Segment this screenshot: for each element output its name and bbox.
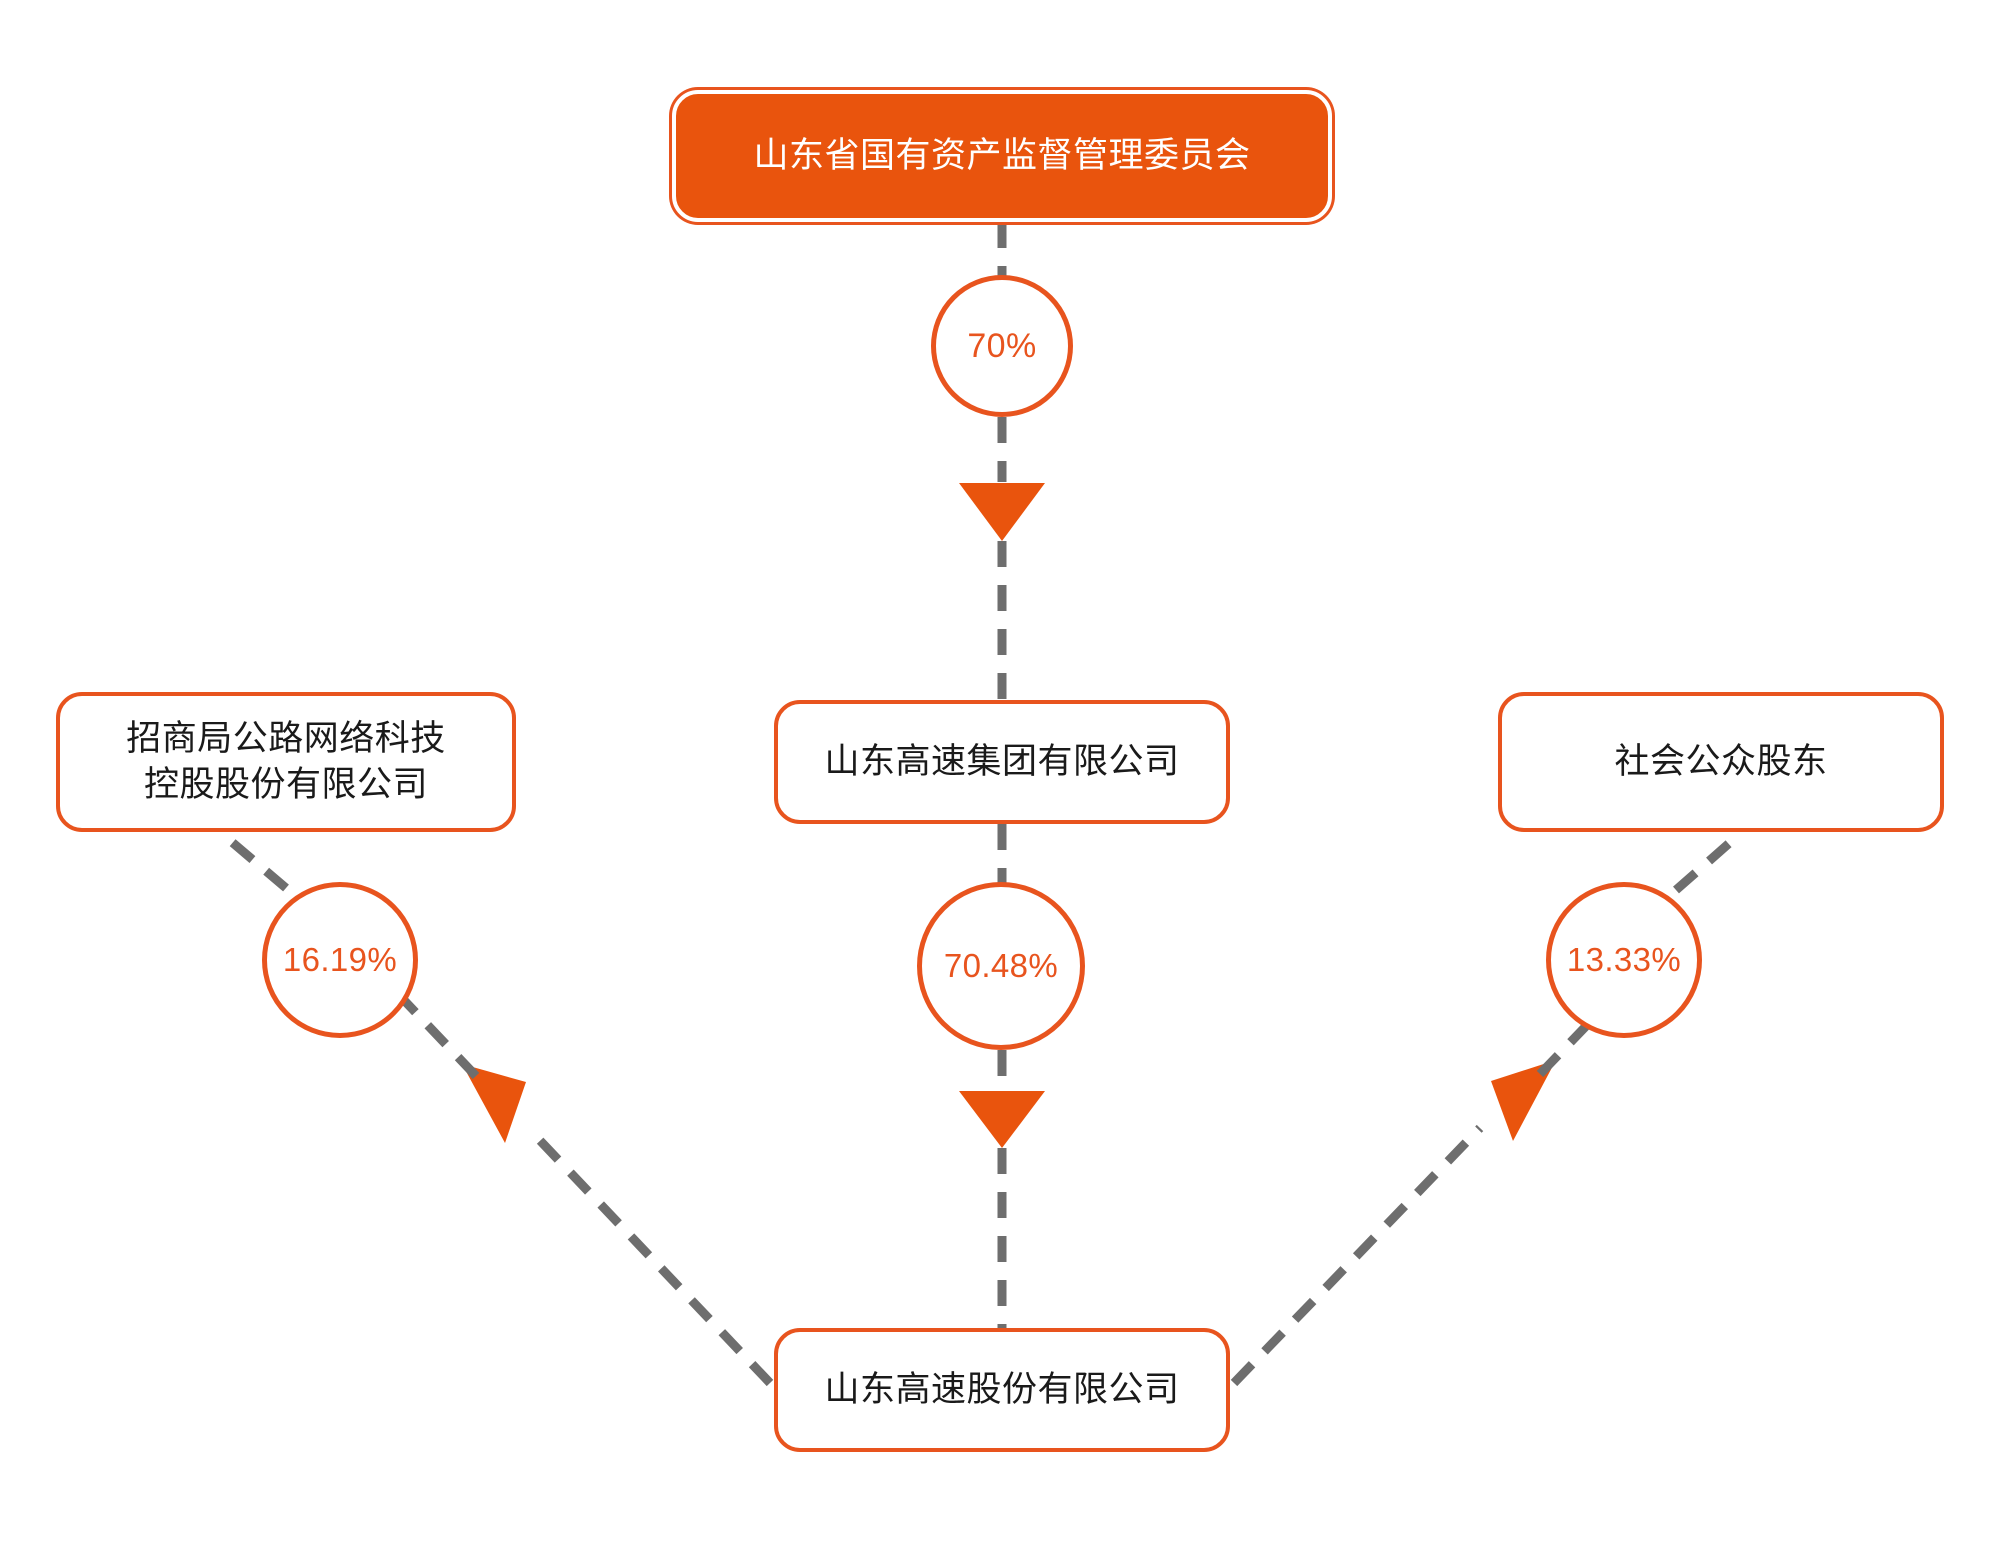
percent-value: 16.19%: [282, 941, 398, 978]
edge-pct1619-to-cmhk: [217, 828, 289, 892]
percent-value: 13.33%: [1566, 941, 1682, 978]
percent-badge-group-to-listco[interactable]: 70.48%: [917, 882, 1085, 1050]
node-public-shareholders[interactable]: 社会公众股东: [1498, 692, 1944, 832]
node-label: 社会公众股东: [1614, 741, 1828, 781]
node-shandong-hi-speed-group[interactable]: 山东高速集团有限公司: [774, 700, 1230, 824]
percent-badge-sasac-to-group[interactable]: 70%: [931, 275, 1073, 417]
node-shandong-hi-speed-co-ltd[interactable]: 山东高速股份有限公司: [774, 1328, 1230, 1452]
node-label: 山东省国有资产监督管理委员会: [753, 135, 1251, 175]
percent-badge-cmhk-to-listco[interactable]: 16.19%: [262, 882, 418, 1038]
percent-badge-public-to-listco[interactable]: 13.33%: [1546, 882, 1702, 1038]
edge-listco-to-arrow-cmhk: [526, 1126, 774, 1387]
node-china-merchants-highway[interactable]: 招商局公路网络科技 控股股份有限公司: [56, 692, 516, 832]
arrowhead-up-left-cmhk: [462, 1064, 526, 1143]
node-label: 山东高速股份有限公司: [824, 1369, 1180, 1409]
edge-arrow-to-pct1619: [396, 992, 480, 1080]
arrowhead-down-group-listco: [959, 1091, 1045, 1148]
node-label: 招商局公路网络科技 控股股份有限公司: [126, 718, 446, 804]
edge-pct1333-to-public: [1673, 828, 1745, 894]
arrowhead-down-sasac-group: [959, 483, 1045, 541]
percent-value: 70.48%: [943, 947, 1059, 984]
node-label: 山东高速集团有限公司: [824, 741, 1180, 781]
edge-listco-to-arrow-public: [1230, 1124, 1484, 1387]
percent-value: 70%: [967, 326, 1037, 365]
arrowhead-up-right-public: [1491, 1060, 1556, 1141]
node-shandong-sasac[interactable]: 山东省国有资产监督管理委员会: [672, 90, 1332, 222]
